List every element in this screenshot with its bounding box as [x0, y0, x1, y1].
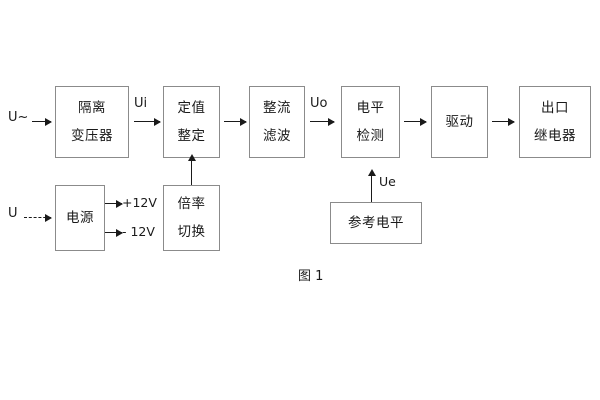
block-multiplier-switch-line-1: 倍率 [177, 195, 206, 212]
block-rectifier-filter-line-2: 滤波 [263, 128, 291, 144]
block-drive-line-1: 驱动 [445, 113, 474, 130]
input-label-dc: U [8, 206, 18, 221]
block-output-relay-line-2: 继电器 [534, 128, 576, 144]
block-multiplier-switch-line-2: 切换 [177, 224, 206, 240]
signal-label-uo: Uo [310, 96, 328, 111]
block-setting-value-line-1: 定值 [177, 99, 206, 116]
block-level-detection-line-2: 检测 [356, 128, 385, 144]
block-isolation-transformer: 隔离 变压器 [55, 86, 129, 158]
arrow-drive-to-output-relay [492, 117, 515, 126]
rail-label-negative: - 12V [122, 224, 155, 239]
block-setting-value: 定值 整定 [163, 86, 220, 158]
arrow-power-supply-negative-rail [105, 228, 123, 237]
rail-label-positive: +12V [122, 195, 157, 210]
block-rectifier-filter-line-1: 整流 [263, 99, 291, 116]
arrow-multiplier-switch-to-setting-value [187, 154, 196, 185]
block-output-relay: 出口 继电器 [519, 86, 591, 158]
block-reference-level: 参考电平 [330, 202, 422, 244]
arrow-level-detection-to-drive [404, 117, 427, 126]
arrow-reference-level-to-level-detection [367, 169, 376, 202]
figure-caption: 图 1 [298, 269, 324, 284]
arrow-setting-value-to-rectifier-filter [224, 117, 247, 126]
block-output-relay-line-1: 出口 [541, 99, 569, 116]
input-label-ac: U~ [8, 110, 29, 125]
block-level-detection-line-1: 电平 [356, 99, 385, 116]
block-reference-level-line-1: 参考电平 [348, 214, 404, 231]
arrow-power-supply-positive-rail [105, 199, 123, 208]
signal-label-ue: Ue [379, 174, 396, 189]
block-multiplier-switch: 倍率 切换 [163, 185, 220, 251]
arrow-ac-to-isolation-transformer [32, 117, 52, 126]
block-power-supply-line-1: 电源 [66, 209, 94, 226]
block-drive: 驱动 [431, 86, 488, 158]
signal-label-ui: Ui [134, 96, 148, 111]
block-isolation-transformer-line-1: 隔离 [78, 99, 106, 116]
block-setting-value-line-2: 整定 [177, 128, 206, 144]
arrow-rectifier-filter-to-level-detection [310, 117, 335, 126]
block-power-supply: 电源 [55, 185, 105, 251]
arrow-isolation-transformer-to-setting-value [134, 117, 161, 126]
block-isolation-transformer-line-2: 变压器 [71, 128, 113, 144]
block-level-detection: 电平 检测 [341, 86, 400, 158]
block-rectifier-filter: 整流 滤波 [249, 86, 305, 158]
arrow-dc-to-power-supply [24, 213, 52, 222]
